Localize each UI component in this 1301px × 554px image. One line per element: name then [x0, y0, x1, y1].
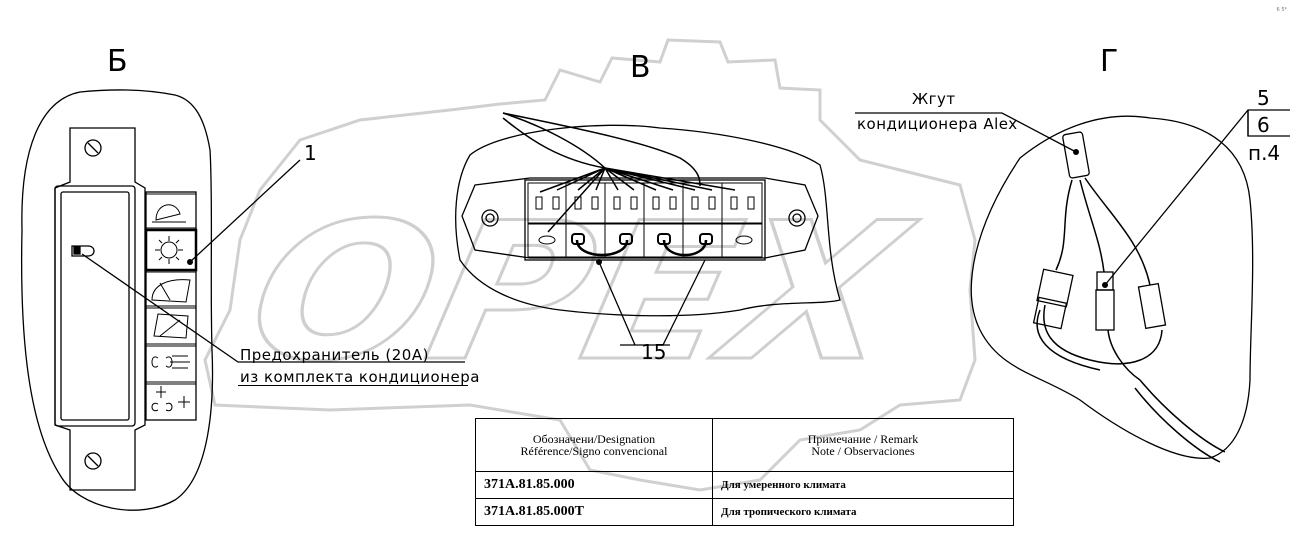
fuse-slots — [527, 182, 763, 258]
table-row: 371А.81.85.000Т Для тропического климата — [475, 498, 1014, 526]
screw-top-icon — [84, 139, 102, 157]
panel-body — [54, 127, 146, 491]
mount-hole-right-icon — [788, 209, 806, 227]
wiper-front-icon — [145, 271, 197, 307]
connector-left — [1036, 268, 1074, 308]
table-row: 371А.81.85.000 Для умеренного климата — [475, 471, 1014, 499]
symbol-stack — [144, 193, 198, 421]
row-note: Для умеренного климата — [712, 471, 1014, 499]
wiper-rear-icon — [145, 307, 197, 345]
aircon-switch-icon — [144, 228, 198, 272]
view-label-g: Г — [1100, 44, 1119, 79]
mount-plate — [461, 177, 819, 259]
view-g-harness — [855, 109, 1290, 463]
row-note: Для тропического климата — [712, 498, 1014, 526]
fan-icon — [145, 345, 197, 383]
view-label-b: Б — [107, 44, 128, 79]
fuse-icon — [71, 245, 95, 257]
header-designation-line2: Référence/Signo convencional — [520, 444, 668, 458]
harness-label-line1: Жгут — [912, 90, 956, 108]
fuse-label-line1: Предохранитель (20А) — [240, 346, 429, 364]
leader-15 — [598, 259, 706, 346]
harness-sleeve — [1062, 131, 1090, 179]
connector-right — [1137, 282, 1167, 330]
watermark-opex: OPEX — [231, 181, 929, 405]
work-light-icon — [145, 193, 197, 229]
view-v-fuseblock — [455, 112, 841, 346]
view-b-outline — [20, 89, 214, 511]
leader-1 — [189, 159, 301, 263]
relay-jumpers — [571, 233, 713, 257]
header-designation: Обозначени/Designation Référence/Signo c… — [475, 418, 713, 472]
callout-15: 15 — [641, 340, 667, 364]
view-b-panel — [20, 89, 465, 511]
callout-5: 5 — [1257, 86, 1270, 110]
header-remark-line1: Примечание / Remark — [807, 432, 919, 446]
designation-table: Обозначени/Designation Référence/Signo c… — [475, 418, 1014, 526]
view-g-outline — [970, 115, 1254, 459]
wire-harness — [502, 112, 736, 233]
table-header-row: Обозначени/Designation Référence/Signo c… — [475, 418, 1014, 472]
callout-1: 1 — [304, 141, 317, 165]
header-remark: Примечание / Remark Note / Observaciones — [712, 418, 1014, 472]
fan-light-icon — [145, 383, 197, 421]
row-designation: 371А.81.85.000 — [475, 471, 713, 499]
watermark-text: OPEX — [232, 183, 927, 404]
fuse-window — [54, 185, 136, 427]
fuse-label-line2: из комплекта кондиционера — [240, 368, 480, 386]
view-v-outline — [455, 124, 841, 317]
mount-hole-left-icon — [481, 209, 499, 227]
row-designation: 371А.81.85.000Т — [475, 498, 713, 526]
leader-fuse — [81, 253, 465, 363]
harness-label-line2: кондиционера Alex — [857, 115, 1018, 133]
callout-6: 6 — [1257, 113, 1270, 137]
screw-bottom-icon — [84, 452, 102, 470]
watermark-gear — [203, 38, 977, 492]
header-remark-line2: Note / Observaciones — [811, 444, 915, 458]
fuse-block — [524, 179, 766, 261]
header-designation-line1: Обозначени/Designation — [532, 432, 656, 446]
harness-wires — [1036, 177, 1226, 463]
leader-harness — [855, 112, 1077, 153]
callout-p4: п.4 — [1248, 141, 1281, 165]
view-label-v: В — [630, 50, 651, 85]
corner-mark: 6 5* — [1276, 7, 1287, 13]
